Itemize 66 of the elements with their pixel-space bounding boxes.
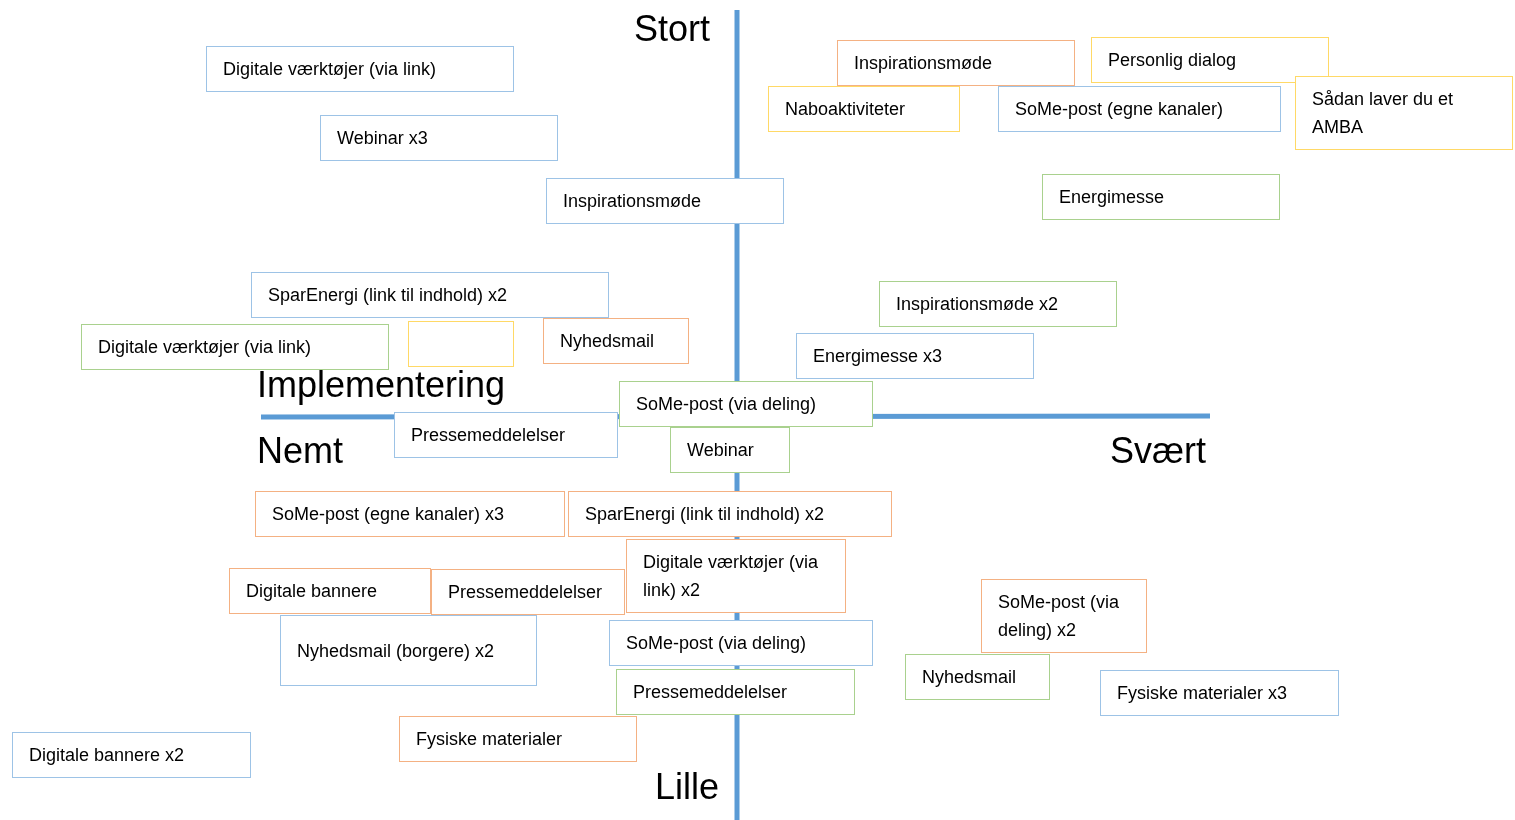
box-label: SoMe-post (via deling) <box>636 393 818 416</box>
box-label: Inspirationsmøde x2 <box>896 293 1060 316</box>
box-label: Webinar x3 <box>337 127 429 150</box>
text-box <box>546 178 784 224</box>
text-box <box>1100 670 1339 716</box>
box-label: Webinar <box>687 439 755 462</box>
text-box <box>619 381 873 427</box>
box-label: Pressemeddelelser <box>633 681 789 704</box>
box-label: SparEnergi (link til indhold) x2 <box>268 284 509 307</box>
text-box <box>905 654 1050 700</box>
axis-title: Implementering <box>257 364 506 406</box>
text-box <box>981 579 1147 653</box>
box-label: Fysiske materialer <box>416 728 564 751</box>
text-box <box>12 732 251 778</box>
box-label: Naboaktiviteter <box>785 98 907 121</box>
box-label: SparEnergi (link til indhold) x2 <box>585 503 826 526</box>
box-label: Digitale værktøjer (via link) x2 <box>643 551 820 602</box>
box-label: Personlig dialog <box>1108 49 1238 72</box>
text-box <box>229 568 431 614</box>
axis-label: Stort <box>634 8 711 50</box>
box-label: Energimesse x3 <box>813 345 944 368</box>
text-box <box>251 272 609 318</box>
text-box <box>1295 76 1513 150</box>
box-label: SoMe-post (egne kanaler) <box>1015 98 1225 121</box>
axis-label: Svært <box>1110 430 1206 472</box>
box-label: Nyhedsmail <box>922 666 1018 689</box>
text-box <box>399 716 637 762</box>
box-label: Inspirationsmøde <box>854 52 994 75</box>
text-box <box>320 115 558 161</box>
text-box <box>431 569 625 615</box>
box-label: Digitale bannere <box>246 580 379 603</box>
box-label: SoMe-post (via deling) x2 <box>998 591 1121 642</box>
text-box <box>206 46 514 92</box>
text-box <box>255 491 565 537</box>
box-label: Inspirationsmøde <box>563 190 703 213</box>
text-box <box>626 539 846 613</box>
box-label: Fysiske materialer x3 <box>1117 682 1289 705</box>
box-label: Energimesse <box>1059 186 1166 209</box>
text-box <box>609 620 873 666</box>
text-box <box>879 281 1117 327</box>
box-label: Digitale værktøjer (via link) <box>223 58 438 81</box>
text-box <box>1091 37 1329 83</box>
box-label: Nyhedsmail <box>560 330 656 353</box>
box-label: Nyhedsmail (borgere) x2 <box>297 639 496 663</box>
text-box <box>280 615 537 686</box>
box-label: SoMe-post (via deling) <box>626 632 808 655</box>
axis-label: Lille <box>655 766 720 808</box>
text-box <box>796 333 1034 379</box>
box-label: Pressemeddelelser <box>448 581 604 604</box>
box-label: Digitale bannere x2 <box>29 744 186 767</box>
box-label: Sådan laver du et AMBA <box>1312 88 1455 139</box>
text-box <box>568 491 892 537</box>
text-box <box>1042 174 1280 220</box>
text-box <box>81 324 389 370</box>
text-box <box>394 412 618 458</box>
text-box <box>768 86 960 132</box>
box-label: SoMe-post (egne kanaler) x3 <box>272 503 506 526</box>
empty-box <box>408 321 514 367</box>
text-box <box>837 40 1075 86</box>
box-label: Digitale værktøjer (via link) <box>98 336 313 359</box>
text-box <box>670 427 790 473</box>
axis-label: Nemt <box>257 430 343 472</box>
text-box <box>998 86 1281 132</box>
text-box <box>543 318 689 364</box>
text-box <box>616 669 855 715</box>
box-label: Pressemeddelelser <box>411 424 567 447</box>
